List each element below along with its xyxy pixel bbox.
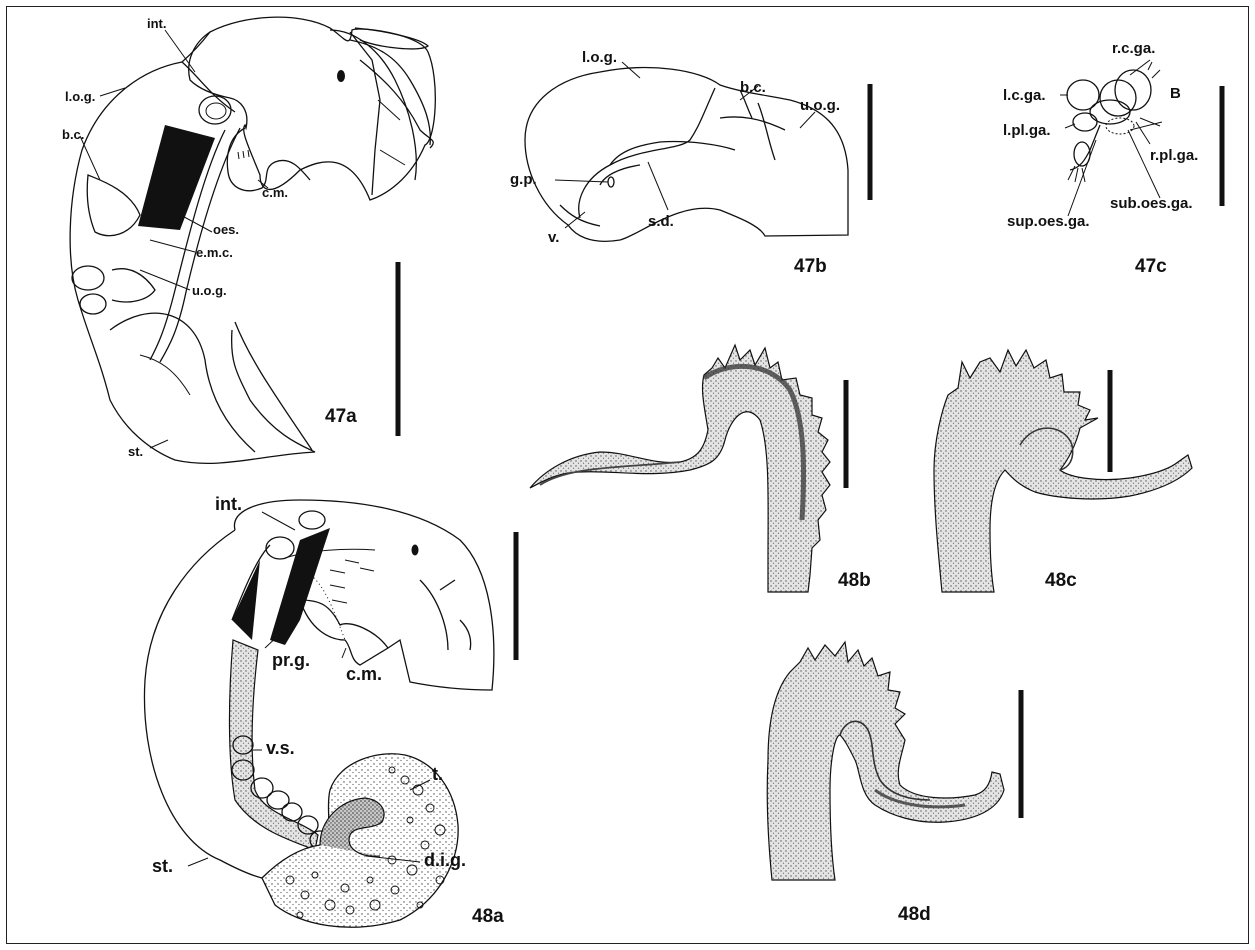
label-dig-48a: d.i.g. <box>424 850 466 870</box>
eye-48a <box>412 545 419 556</box>
label-st-47a: st. <box>128 444 143 459</box>
figure-number-47c: 47c <box>1135 256 1167 277</box>
figure-number-48c: 48c <box>1045 570 1077 591</box>
label-bc-47a: b.c. <box>62 127 84 142</box>
penis-outline-48d <box>767 642 1004 880</box>
label-lplga-47c: l.pl.ga. <box>1003 122 1051 139</box>
label-int-47a: int. <box>147 16 167 31</box>
figure-47b: l.o.g. b.c. u.o.g. g.p. s.d. v. 47b <box>510 49 870 277</box>
label-uog-47b: u.o.g. <box>800 97 840 114</box>
figure-48c: 48c <box>934 350 1192 592</box>
label-cm-48a: c.m. <box>346 664 382 684</box>
figure-number-47a: 47a <box>325 406 357 427</box>
figure-48d: 48d <box>767 642 1021 925</box>
label-int-48a: int. <box>215 494 242 514</box>
label-vs-48a: v.s. <box>266 738 295 758</box>
label-supoesga-47c: sup.oes.ga. <box>1007 213 1090 230</box>
eye-47a <box>337 70 345 82</box>
label-v-47b: v. <box>548 229 559 246</box>
figure-number-48a: 48a <box>472 906 504 927</box>
label-log-47a: l.o.g. <box>65 89 95 104</box>
figure-number-47b: 47b <box>794 256 827 277</box>
label-suboesga-47c: sub.oes.ga. <box>1110 195 1193 212</box>
label-log-47b: l.o.g. <box>582 49 617 66</box>
label-rplga-47c: r.pl.ga. <box>1150 147 1198 164</box>
label-sd-47b: s.d. <box>648 213 674 230</box>
label-emc-47a: e.m.c. <box>196 245 233 260</box>
black-region-47a <box>138 125 215 230</box>
penis-outline-48c <box>934 350 1192 592</box>
label-gp-47b: g.p. <box>510 171 537 188</box>
label-prg-48a: pr.g. <box>272 650 310 670</box>
label-uog-47a: u.o.g. <box>192 283 227 298</box>
label-rcga-47c: r.c.ga. <box>1112 40 1155 57</box>
label-bc-47b: b.c. <box>740 79 766 96</box>
figure-48a: int. pr.g. c.m. v.s. t. d.i.g. st. 48a <box>144 494 516 927</box>
figure-number-48d: 48d <box>898 904 931 925</box>
figure-47c: r.c.ga. B l.c.ga. l.pl.ga. r.pl.ga. sub.… <box>1003 40 1222 277</box>
figure-number-48b: 48b <box>838 570 871 591</box>
label-lcga-47c: l.c.ga. <box>1003 87 1046 104</box>
label-B-47c: B <box>1170 85 1181 102</box>
black-region-48a <box>270 528 330 645</box>
figure-48b: 48b <box>530 345 871 592</box>
figure-47a: int. l.o.g. b.c. c.m. oes. e.m.c. u.o.g.… <box>62 16 435 463</box>
label-cm-47a: c.m. <box>262 185 288 200</box>
label-oes-47a: oes. <box>213 222 239 237</box>
label-st-48a: st. <box>152 856 173 876</box>
label-t-48a: t. <box>432 764 443 784</box>
genital-outline-47b <box>525 68 848 242</box>
